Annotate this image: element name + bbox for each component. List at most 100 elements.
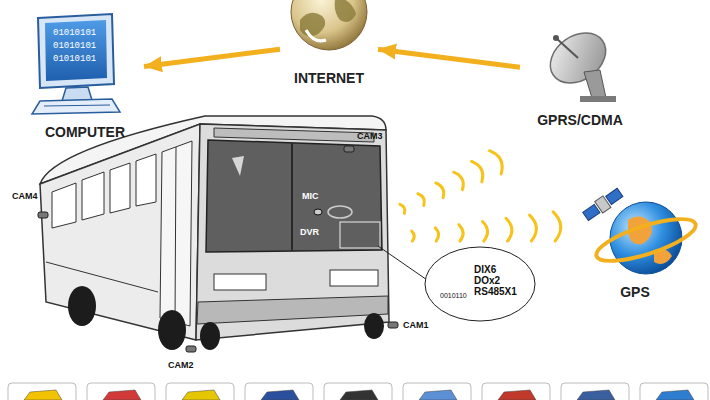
thumb-frame: [561, 383, 629, 400]
camera-label: CAM1: [403, 321, 429, 330]
camera-icons: [186, 346, 196, 352]
camera-label: CAM2: [168, 361, 194, 370]
thumb-vehicle: [577, 390, 615, 400]
mic-label: MIC: [302, 192, 319, 201]
mic-device: [328, 206, 352, 218]
wireless-waves: [400, 148, 562, 241]
thumb-vehicle: [261, 390, 299, 400]
wave-arc: [553, 211, 562, 241]
bus-illustration: [197, 296, 388, 324]
computer-icon: [32, 99, 120, 114]
bus-illustration: [291, 143, 293, 251]
computer-icon: [38, 14, 114, 88]
dvr-device: [340, 222, 430, 282]
bus-illustration: [40, 116, 389, 350]
bus-illustration: [52, 183, 76, 228]
gps-satellite: [606, 188, 623, 204]
wave-arc: [436, 181, 447, 197]
bus-illustration: [110, 163, 130, 213]
internet-globe: [291, 0, 367, 50]
wave-arc: [472, 159, 487, 182]
mic-device: [314, 206, 352, 218]
thumb-frame: [87, 383, 155, 400]
internet-globe: [300, 13, 325, 36]
camera-icons: [38, 212, 48, 218]
wave-arc: [418, 192, 427, 205]
wave-arc: [412, 231, 415, 241]
wave-arc: [400, 203, 406, 213]
bus-illustration: [214, 128, 374, 142]
gps-globe: [592, 202, 700, 274]
camera-icons: [388, 322, 398, 328]
dvr-label: DVR: [300, 228, 319, 237]
gps-globe: [610, 202, 682, 274]
io-callout: DIX6 DOx2 RS485X1 0010110: [424, 246, 536, 322]
bus-illustration: [158, 310, 186, 350]
gps-satellite: [582, 187, 624, 223]
internet-node: INTERNET: [282, 0, 376, 86]
gprs-node: GPRS/CDMA: [522, 22, 638, 128]
bus-illustration: [160, 141, 192, 326]
bus-illustration: [196, 124, 389, 340]
internet-globe: [335, 0, 356, 22]
wave-arc: [530, 215, 538, 241]
node-label: INTERNET: [294, 70, 364, 86]
wave-arc: [435, 228, 439, 241]
computer-icon: [44, 105, 110, 106]
bus-illustration: [214, 274, 266, 290]
internet-globe: [291, 0, 367, 50]
thumb-vehicle: [419, 390, 457, 400]
flow-arrow: [144, 49, 280, 66]
bus-illustration: [136, 154, 156, 206]
node-label: COMPUTER: [45, 124, 125, 140]
thumb-frame: [166, 383, 234, 400]
callout-outline: [425, 247, 535, 321]
bus-illustration: [175, 147, 176, 322]
bus-illustration: [200, 322, 220, 350]
binary-text: 01010101: [53, 42, 96, 51]
gps-globe: [592, 211, 700, 270]
gprs-dish: [584, 70, 606, 98]
thumb-frame: [324, 383, 392, 400]
bus-illustration: [206, 140, 382, 252]
gprs-dish: [541, 23, 615, 93]
io-spec: DIX6 DOx2 RS485X1: [474, 264, 517, 297]
bus-illustration: [364, 313, 384, 339]
gprs-dish: [556, 38, 578, 58]
wave-arc: [482, 221, 488, 241]
wave-arc: [506, 218, 513, 241]
thumb-vehicle: [656, 390, 694, 400]
computer-icon: [32, 14, 120, 114]
gprs-dish: [553, 35, 559, 41]
gprs-dish: [580, 96, 616, 102]
thumb-frame: [245, 383, 313, 400]
signal-bits: 0010110: [440, 292, 467, 300]
gps-satellite: [583, 204, 600, 220]
node-label: GPS: [620, 284, 650, 300]
node-label: GPRS/CDMA: [537, 112, 623, 128]
binary-text: 01010101: [53, 55, 96, 64]
bus-illustration: [82, 172, 104, 220]
wave-arc: [454, 170, 467, 190]
thumb-vehicle: [340, 390, 378, 400]
camera-icons: [344, 146, 354, 152]
bus-illustration: [46, 262, 158, 292]
thumb-vehicle: [103, 390, 141, 400]
computer-icon: [45, 20, 107, 81]
internet-globe: [306, 30, 326, 41]
thumb-vehicle: [182, 390, 220, 400]
gps-node: GPS: [568, 188, 702, 300]
bus-illustration: [68, 286, 96, 326]
gps-satellite: [582, 187, 624, 223]
thumb-frame: [403, 383, 471, 400]
computer-icon: [62, 87, 92, 101]
bus-illustration: [330, 270, 378, 286]
flow-arrow: [378, 49, 520, 67]
thumb-frame: [8, 383, 76, 400]
bus-illustration: [232, 156, 244, 176]
wave-arc: [490, 148, 507, 174]
thumb-vehicle: [24, 390, 62, 400]
